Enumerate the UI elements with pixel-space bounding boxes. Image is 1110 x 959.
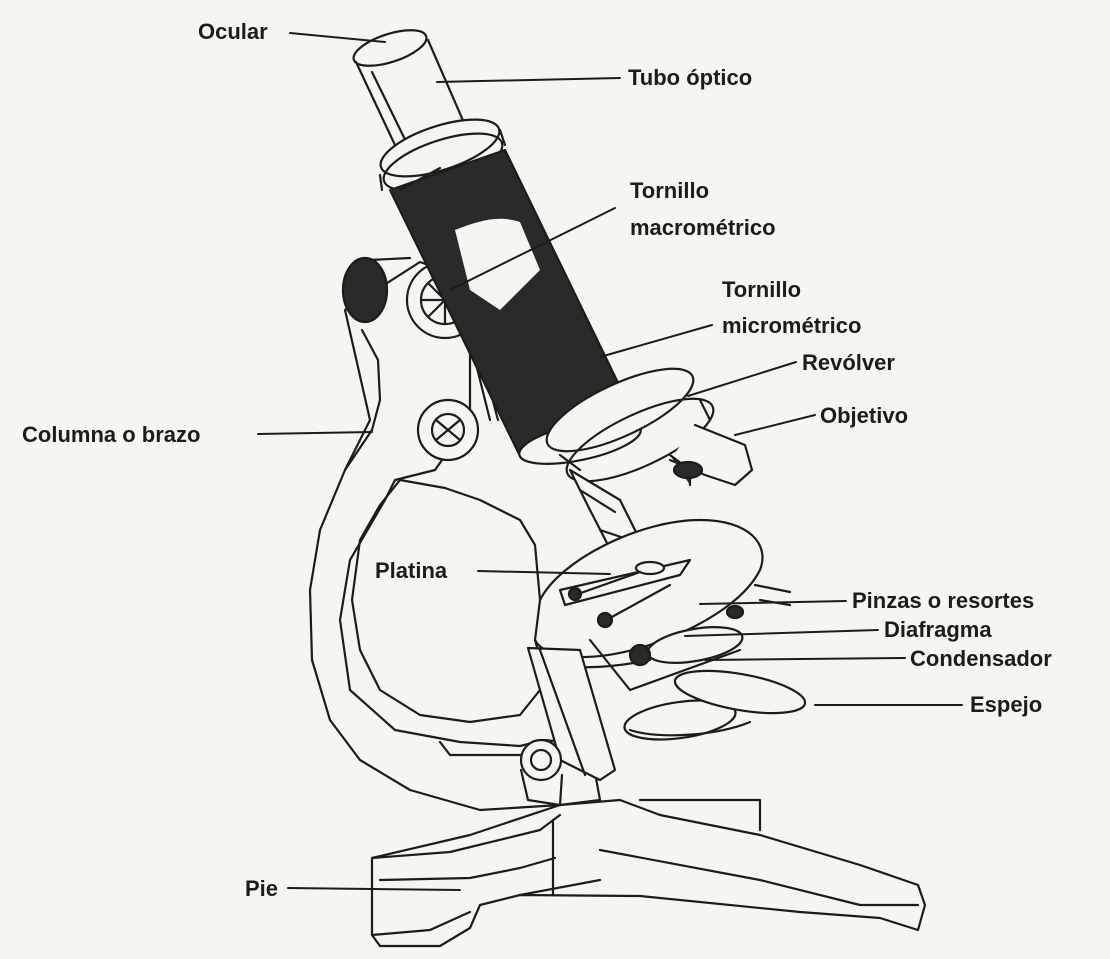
leader-ocular xyxy=(290,33,385,42)
label-pie: Pie xyxy=(245,876,278,902)
label-tornillo-macro-line1: Tornillo xyxy=(630,178,709,204)
label-ocular: Ocular xyxy=(198,19,268,45)
label-revolver: Revólver xyxy=(802,350,895,376)
leader-objetivo xyxy=(735,415,815,435)
leader-revolver xyxy=(688,362,796,396)
leader-condensador xyxy=(705,658,905,660)
leader-columna xyxy=(258,432,372,434)
base-pie xyxy=(372,800,925,946)
label-condensador: Condensador xyxy=(910,646,1052,672)
label-espejo: Espejo xyxy=(970,692,1042,718)
label-tornillo-macro-line2: macrométrico xyxy=(630,215,776,241)
label-pinzas: Pinzas o resortes xyxy=(852,588,1034,614)
label-platina: Platina xyxy=(375,558,447,584)
leader-tornillo-micro xyxy=(600,325,712,357)
label-tornillo-micro-line2: micrométrico xyxy=(722,313,861,339)
label-diafragma: Diafragma xyxy=(884,617,992,643)
label-tornillo-micro-line1: Tornillo xyxy=(722,277,801,303)
label-tubo-optico: Tubo óptico xyxy=(628,65,752,91)
label-columna: Columna o brazo xyxy=(22,422,200,448)
label-objetivo: Objetivo xyxy=(820,403,908,429)
leader-tubo-optico xyxy=(437,78,620,82)
